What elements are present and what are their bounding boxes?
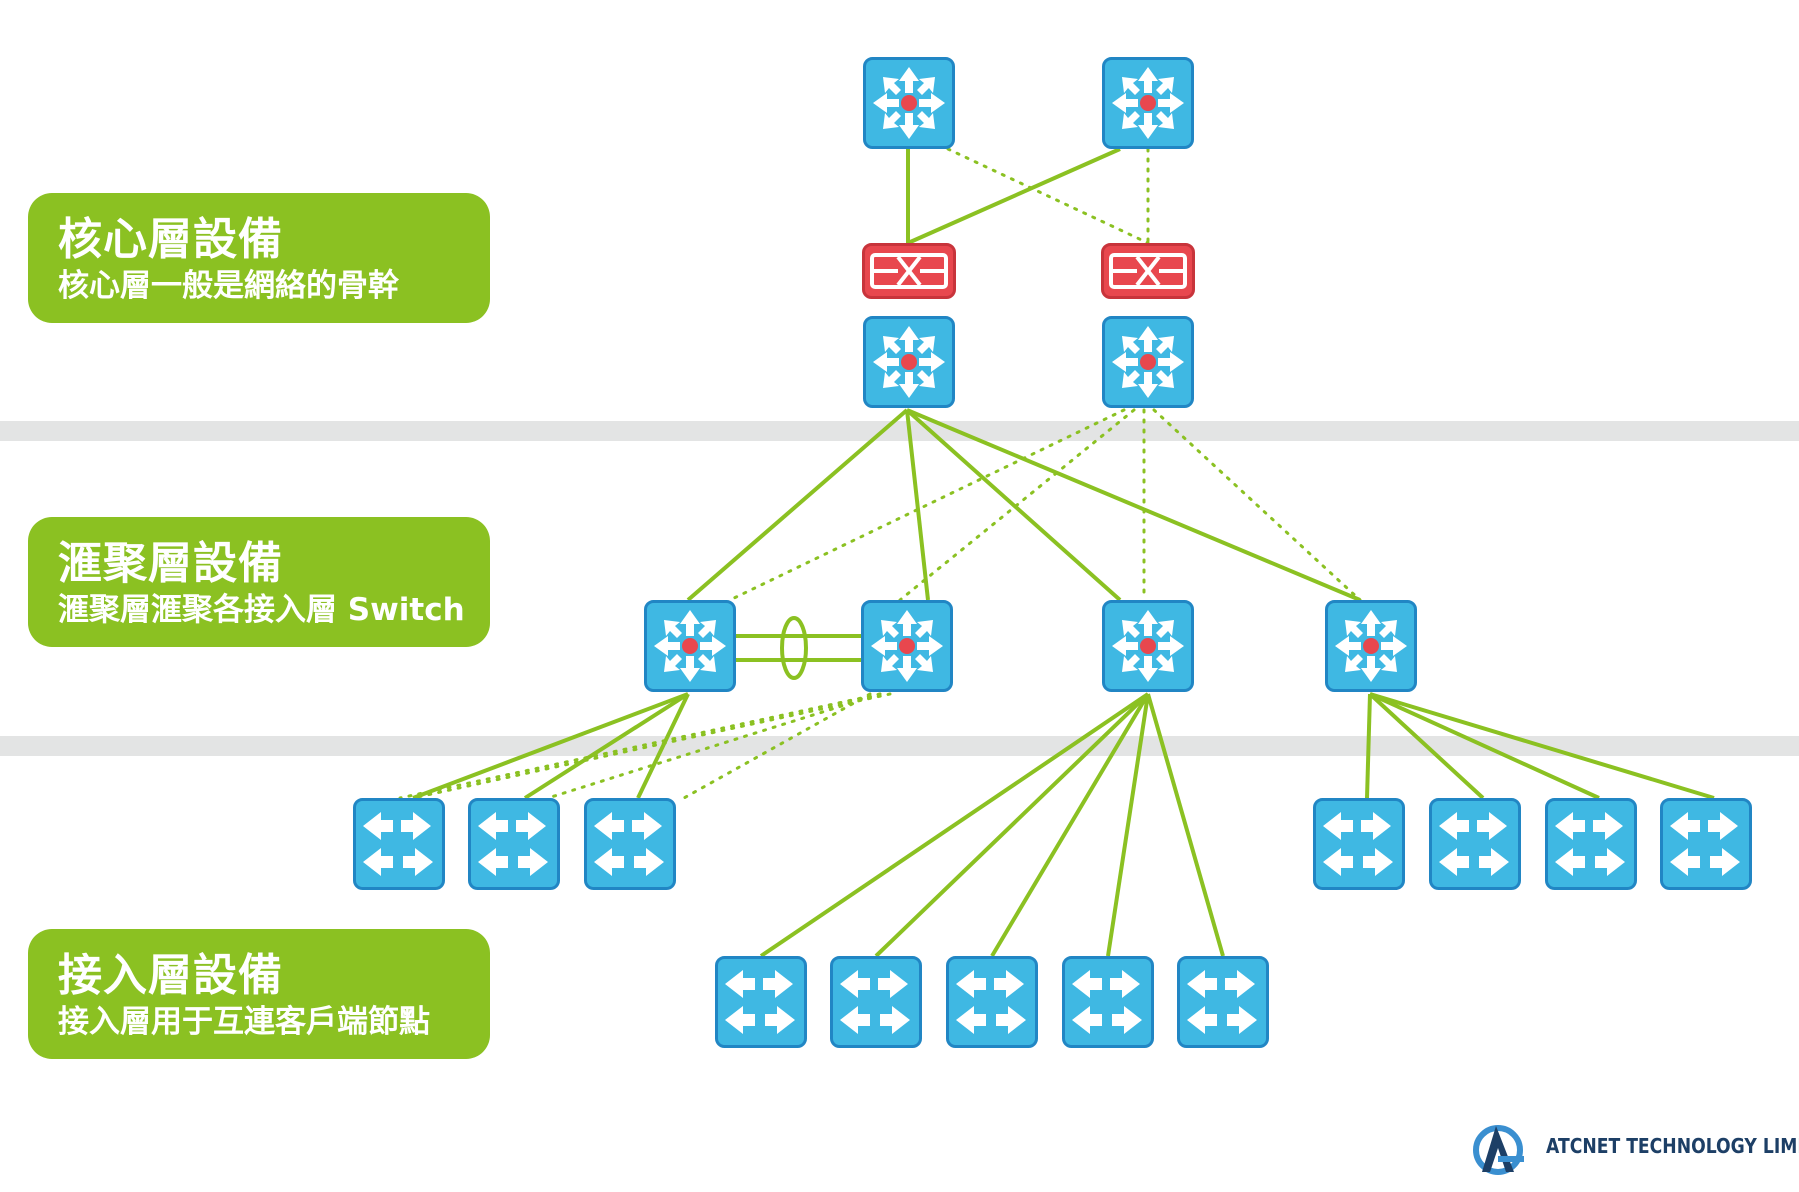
etherchannel-ellipse-icon: [780, 616, 808, 680]
link-dist-3-to-access-c-4: [1106, 693, 1150, 957]
access-layer-label: 接入層設備 接入層用于互連客戶端節點: [28, 929, 490, 1059]
link-dist-4-to-access-b-4: [1369, 692, 1715, 800]
company-logo: ATCNET TECHNOLOGY LIMITED: [1468, 1118, 1799, 1178]
devices-layer: [353, 57, 1752, 1048]
link-dist-2-to-access-a-extra: [398, 692, 882, 800]
link-dist-4-to-access-b-3: [1369, 692, 1600, 800]
link-core-top-right-to-firewall-left: [907, 147, 1121, 245]
access-switch-b-3[interactable]: [1545, 798, 1637, 890]
core-router-2[interactable]: [1102, 57, 1194, 149]
link-dist-3-to-access-c-5: [1146, 693, 1225, 957]
link-dist-4-to-access-b-1: [1365, 693, 1372, 799]
distribution-layer-title: 滙聚層設備: [58, 538, 283, 589]
distribution-layer-label: 滙聚層設備 滙聚層滙聚各接入層 Switch: [28, 517, 490, 647]
links-layer: [398, 147, 1715, 958]
core-layer-title: 核心層設備: [58, 214, 283, 265]
firewall-1[interactable]: [862, 243, 956, 299]
link-core-left-to-dist-3: [905, 408, 1122, 602]
access-switch-c-4[interactable]: [1062, 956, 1154, 1048]
firewall-2[interactable]: [1101, 243, 1195, 299]
link-core-left-to-dist-2: [905, 409, 930, 601]
distribution-layer-subtitle: 滙聚層滙聚各接入層 Switch: [58, 592, 465, 628]
core-switch-2[interactable]: [1102, 316, 1194, 408]
access-switch-b-1[interactable]: [1313, 798, 1405, 890]
access-layer-title: 接入層設備: [58, 950, 283, 1001]
core-layer-subtitle: 核心層一般是網絡的骨幹: [58, 268, 399, 304]
distribution-switch-3[interactable]: [1102, 600, 1194, 692]
distribution-switch-1[interactable]: [644, 600, 736, 692]
link-core-left-to-dist-1: [686, 408, 909, 602]
link-dist-3-to-access-c-3: [990, 692, 1150, 958]
link-dist-1-to-access-a-1: [412, 692, 689, 800]
link-core-top-left-to-firewall-right: [946, 147, 1150, 245]
distribution-switch-4[interactable]: [1325, 600, 1417, 692]
link-core-right-to-dist-4: [1152, 408, 1362, 602]
access-switch-c-1[interactable]: [715, 956, 807, 1048]
separator-band-distribution-access: [0, 736, 1799, 756]
link-core-right-to-dist-1: [728, 408, 1126, 602]
access-switch-b-2[interactable]: [1429, 798, 1521, 890]
link-dist-2-to-access-a-3: [682, 692, 872, 800]
access-layer-subtitle: 接入層用于互連客戶端節點: [58, 1004, 430, 1040]
core-switch-1[interactable]: [863, 316, 955, 408]
access-switch-a-2[interactable]: [468, 798, 560, 890]
distribution-switch-2[interactable]: [861, 600, 953, 692]
access-switch-c-2[interactable]: [830, 956, 922, 1048]
access-switch-b-4[interactable]: [1660, 798, 1752, 890]
link-dist-3-to-access-c-2: [874, 692, 1150, 958]
access-switch-a-3[interactable]: [584, 798, 676, 890]
link-dist-2-to-access-a-1: [411, 692, 892, 800]
link-dist-2-to-access-a-2: [546, 692, 882, 800]
access-switch-a-1[interactable]: [353, 798, 445, 890]
core-router-1[interactable]: [863, 57, 955, 149]
company-name: ATCNET TECHNOLOGY LIMITED: [1546, 1134, 1799, 1158]
access-switch-c-3[interactable]: [946, 956, 1038, 1048]
core-layer-label: 核心層設備 核心層一般是網絡的骨幹: [28, 193, 490, 323]
separator-band-core-distribution: [0, 421, 1799, 441]
link-dist-4-to-access-b-2: [1368, 692, 1485, 800]
link-dist-3-to-access-c-1: [759, 692, 1150, 958]
access-switch-c-5[interactable]: [1177, 956, 1269, 1048]
link-dist-1-to-access-a-2: [523, 692, 690, 800]
link-dist-1-to-access-a-3: [636, 693, 690, 799]
link-core-left-to-dist-4: [906, 408, 1361, 602]
atcnet-logo-icon: [1473, 1125, 1524, 1175]
link-core-right-to-dist-2: [898, 408, 1136, 602]
